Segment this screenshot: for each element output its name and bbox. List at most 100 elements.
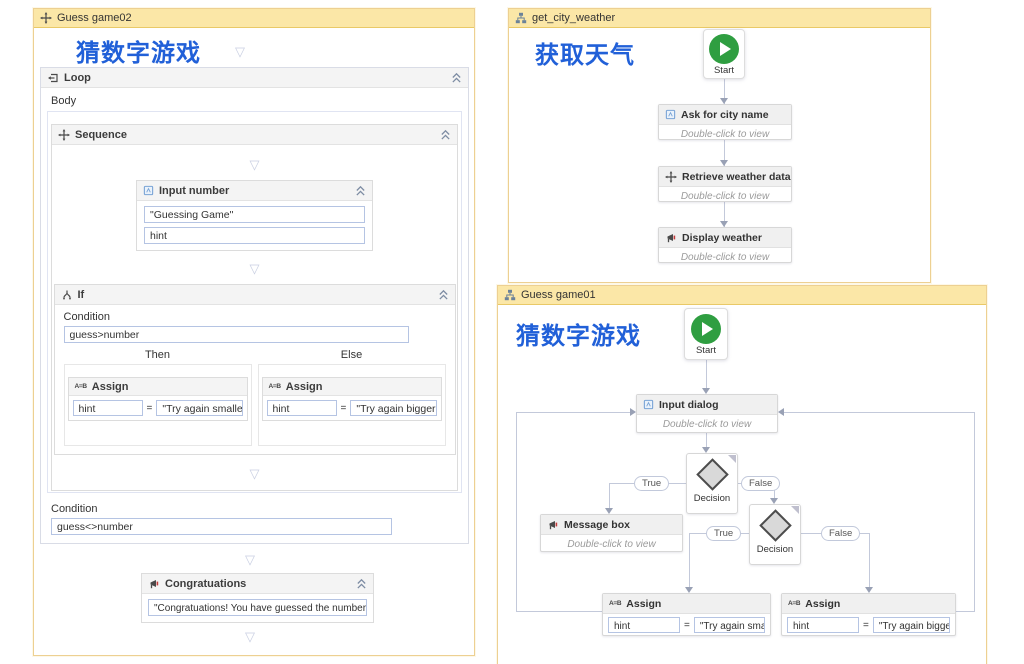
assign-value-field[interactable]: "Try again bigger!" xyxy=(350,400,437,416)
node-assign-smaller[interactable]: A=B Assign hint = "Try again smaller! xyxy=(602,593,771,636)
arrow-right-icon xyxy=(630,408,636,416)
node-subtitle[interactable]: Double-click to view xyxy=(680,191,770,202)
assign-equals: = xyxy=(684,619,690,631)
else-drop-area[interactable]: A=B Assign hint = "Try again bigger!" xyxy=(257,364,446,446)
node-title: Input dialog xyxy=(659,398,719,411)
collapse-icon[interactable] xyxy=(356,578,367,589)
input-number-result-field[interactable]: hint xyxy=(144,227,365,244)
assign-to-field[interactable]: hint xyxy=(266,400,337,416)
collapse-icon[interactable] xyxy=(355,185,366,196)
panel-get-city-weather-header[interactable]: get_city_weather xyxy=(509,9,930,28)
node-title: Assign xyxy=(626,597,662,610)
activity-assign-header[interactable]: A=B Assign xyxy=(68,378,247,396)
activity-assign-else[interactable]: A=B Assign hint = "Try again bigger!" xyxy=(261,377,442,421)
activity-sequence-header[interactable]: Sequence xyxy=(52,125,457,145)
collapse-icon[interactable] xyxy=(451,72,462,83)
arrow-down-icon xyxy=(720,98,728,104)
panel-guess-game01[interactable]: Guess game01 猜数字游戏 Start True False True xyxy=(497,285,987,664)
flow-connector xyxy=(724,202,725,227)
loop-icon xyxy=(48,73,58,82)
node-title: Retrieve weather data xyxy=(682,170,791,183)
assign-to-field[interactable]: hint xyxy=(72,400,143,416)
node-decision-2[interactable]: Decision xyxy=(749,504,801,565)
flow-connector xyxy=(609,483,610,509)
decision-label: Decision xyxy=(693,493,731,504)
activity-congratuations[interactable]: Congratuations "Congratuations! You have… xyxy=(141,573,374,623)
loop-condition-field[interactable]: guess<>number xyxy=(51,518,392,535)
node-subtitle[interactable]: Double-click to view xyxy=(662,419,752,430)
activity-congratuations-title: Congratuations xyxy=(165,577,247,590)
activity-assign-title: Assign xyxy=(285,380,323,393)
panel-title: Guess game02 xyxy=(57,12,132,24)
assign-value-field[interactable]: "Try again smaller! xyxy=(156,400,243,416)
activity-input-number[interactable]: Input number "Guessing Game" hint xyxy=(136,180,373,251)
start-node[interactable]: Start xyxy=(703,29,745,79)
arrow-down-icon xyxy=(685,587,693,593)
flow-connector xyxy=(516,412,517,612)
activity-loop-title: Loop xyxy=(64,71,91,84)
assign-to-field[interactable]: hint xyxy=(608,617,680,633)
activity-congratuations-header[interactable]: Congratuations xyxy=(142,574,373,594)
flow-connector xyxy=(706,433,707,449)
node-subtitle[interactable]: Double-click to view xyxy=(680,129,770,140)
node-subtitle[interactable]: Double-click to view xyxy=(680,252,770,263)
assign-value-field[interactable]: "Try again bigger!" xyxy=(872,617,950,633)
play-icon xyxy=(709,34,739,64)
assign-icon: A=B xyxy=(609,600,622,607)
input-dialog-icon xyxy=(665,109,676,120)
node-decision-1[interactable]: Decision xyxy=(686,453,738,514)
activity-if[interactable]: If Condition guess>number Then xyxy=(53,284,456,455)
panel-guess-game02-header[interactable]: Guess game02 xyxy=(34,9,474,28)
branch-label-false: False xyxy=(821,526,861,541)
loop-body-container[interactable]: Sequence ▽ Input number "Guessing Game" … xyxy=(47,111,462,493)
node-input-dialog[interactable]: Input dialog Double-click to view xyxy=(636,394,778,433)
workflow-caption: 获取天气 xyxy=(535,42,635,69)
decision-label: Decision xyxy=(756,544,794,555)
panel-get-city-weather[interactable]: get_city_weather 获取天气 Start Ask for city… xyxy=(508,8,931,283)
drop-target-icon: ▽ xyxy=(245,629,255,644)
congratuations-message-field[interactable]: "Congratuations! You have guessed the nu… xyxy=(148,599,367,616)
then-label: Then xyxy=(144,349,171,361)
activity-loop[interactable]: Loop Body Sequence ▽ xyxy=(40,67,469,544)
node-assign-bigger[interactable]: A=B Assign hint = "Try again bigger!" xyxy=(781,593,956,636)
then-drop-area[interactable]: A=B Assign hint = "Try again smaller! xyxy=(63,364,252,446)
assign-icon: A=B xyxy=(74,383,88,390)
activity-input-number-header[interactable]: Input number xyxy=(137,181,372,201)
fold-corner-icon xyxy=(791,506,799,514)
activity-assign-then[interactable]: A=B Assign hint = "Try again smaller! xyxy=(67,377,248,421)
panel-title: Guess game01 xyxy=(521,289,596,301)
panel-guess-game01-header[interactable]: Guess game01 xyxy=(498,286,986,305)
drop-target-icon: ▽ xyxy=(249,157,260,172)
activity-assign-header[interactable]: A=B Assign xyxy=(262,378,441,396)
activity-if-header[interactable]: If xyxy=(54,285,455,305)
flow-connector xyxy=(869,533,870,588)
drop-target-icon: ▽ xyxy=(249,466,260,481)
drop-target-icon: ▽ xyxy=(245,552,255,567)
collapse-icon[interactable] xyxy=(440,129,451,140)
loop-condition-label: Condition xyxy=(51,503,98,515)
branch-label-false: False xyxy=(741,476,781,491)
if-condition-field[interactable]: guess>number xyxy=(63,326,409,343)
node-display-weather[interactable]: Display weather Double-click to view xyxy=(658,227,792,263)
activity-assign-title: Assign xyxy=(91,380,129,393)
input-number-title-field[interactable]: "Guessing Game" xyxy=(144,206,365,223)
node-message-box[interactable]: Message box Double-click to view xyxy=(540,514,683,552)
node-subtitle[interactable]: Double-click to view xyxy=(567,539,656,550)
panel-guess-game02[interactable]: Guess game02 猜数字游戏 ▽ Loop Body Sequence xyxy=(33,8,475,656)
activity-input-number-title: Input number xyxy=(159,184,230,197)
node-retrieve-weather-data[interactable]: Retrieve weather data Double-click to vi… xyxy=(658,166,792,202)
arrow-down-icon xyxy=(720,160,728,166)
assign-value-field[interactable]: "Try again smaller! xyxy=(693,617,765,633)
start-node[interactable]: Start xyxy=(684,308,728,360)
assign-icon: A=B xyxy=(268,383,282,390)
arrow-down-icon xyxy=(702,388,710,394)
assign-to-field[interactable]: hint xyxy=(787,617,859,633)
arrow-down-icon xyxy=(720,221,728,227)
activity-sequence[interactable]: Sequence ▽ Input number "Guessing Game" … xyxy=(51,124,458,491)
activity-loop-header[interactable]: Loop xyxy=(41,68,468,88)
node-title: Display weather xyxy=(682,231,762,244)
node-ask-for-city-name[interactable]: Ask for city name Double-click to view xyxy=(658,104,792,140)
collapse-icon[interactable] xyxy=(438,289,449,300)
activity-if-title: If xyxy=(77,288,85,301)
